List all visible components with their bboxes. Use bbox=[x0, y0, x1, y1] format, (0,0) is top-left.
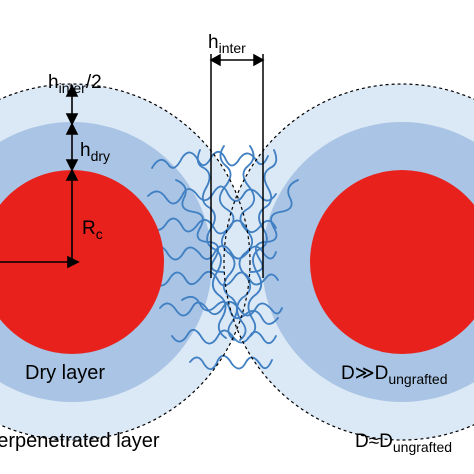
h-dry-label: hdry bbox=[80, 140, 110, 164]
right-outer-boundary bbox=[223, 83, 474, 441]
h-inter-label: hinter bbox=[208, 32, 246, 56]
h-inter-half-label: hinter/2 bbox=[48, 72, 102, 96]
chain-13 bbox=[175, 179, 225, 273]
left-core bbox=[0, 170, 164, 354]
chain-2 bbox=[147, 185, 277, 205]
left-dimension-arrows bbox=[0, 84, 80, 269]
dry-layer-label: Dry layer bbox=[25, 362, 105, 384]
right-core bbox=[310, 170, 474, 354]
left-outer-boundary bbox=[0, 83, 251, 441]
chain-6 bbox=[159, 300, 283, 317]
chain-3 bbox=[149, 217, 277, 235]
chain-7 bbox=[171, 328, 277, 345]
chain-14 bbox=[249, 179, 299, 273]
dashed-boundaries bbox=[0, 83, 474, 441]
r-c-label: Rc bbox=[82, 218, 103, 242]
chain-1 bbox=[151, 150, 269, 169]
polymer-chains bbox=[147, 145, 299, 370]
chain-8 bbox=[189, 354, 273, 370]
chain-11 bbox=[236, 145, 256, 341]
h-inter-dimension bbox=[209, 53, 265, 278]
d-approx-label: D≈Dungrafted bbox=[355, 431, 452, 455]
d-much-greater-label: D≫Dungrafted bbox=[341, 363, 448, 387]
interpenetrated-layer-label: Interpenetrated layer bbox=[0, 430, 160, 452]
